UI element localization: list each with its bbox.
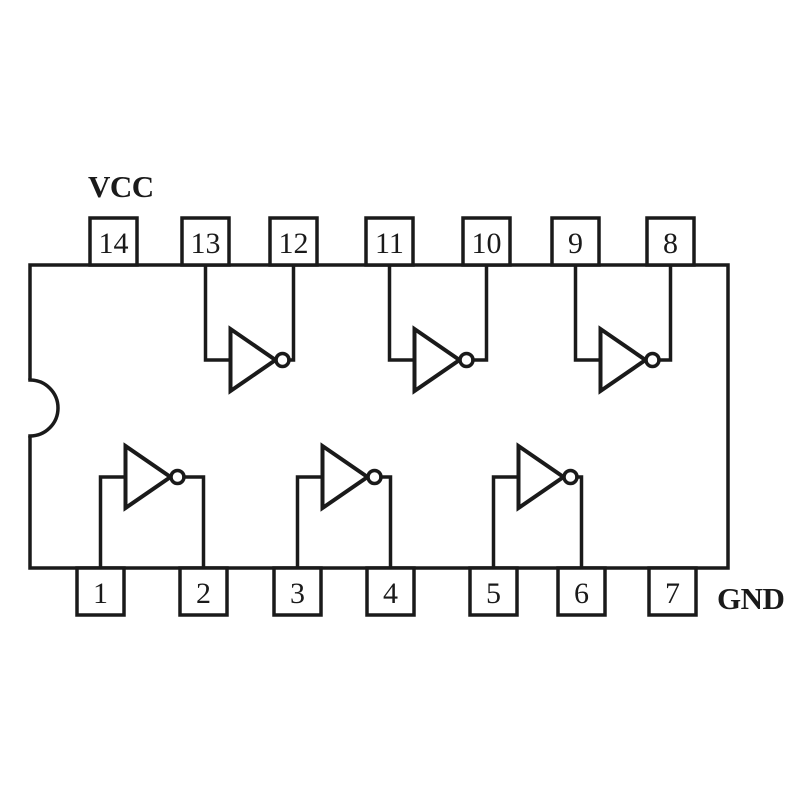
pin-7: 7 [647, 566, 698, 617]
pin-13-label: 13 [191, 227, 221, 260]
pin-9-box [550, 216, 601, 267]
gate-1-2-output-wire [182, 475, 206, 569]
pin-6-label: 6 [574, 577, 589, 610]
gate-9-8-input-wire [573, 264, 603, 362]
pin-11-box [364, 216, 415, 267]
pin-5: 5 [468, 566, 519, 617]
pin-12-box [268, 216, 319, 267]
pin-3-box [272, 566, 323, 617]
pin-3: 3 [272, 566, 323, 617]
pin-10-box [461, 216, 512, 267]
pin-2-label: 2 [196, 577, 211, 610]
gate-11-10-output-wire [471, 264, 489, 362]
gate-1-2-input-wire [98, 475, 128, 569]
pin-11-label: 11 [375, 227, 404, 260]
inverter-gate-3-4 [295, 442, 393, 569]
pin-14-box [88, 216, 139, 267]
inverter-gate-13-12 [203, 264, 296, 395]
gate-5-6-output-wire [575, 475, 584, 569]
gate-11-10-input-wire [387, 264, 417, 362]
inverter-gate-11-10 [387, 264, 489, 395]
pin-5-box [468, 566, 519, 617]
inversion-bubble-icon [169, 468, 186, 486]
pin-8-label: 8 [663, 227, 678, 260]
pin-12-label: 12 [279, 227, 309, 260]
pin-3-label: 3 [290, 577, 305, 610]
pin-14: 14 [88, 216, 139, 267]
pin-10: 10 [461, 216, 512, 267]
gate-13-12-output-wire [287, 264, 296, 362]
pin-14-label: 14 [99, 227, 129, 260]
pin-8-box [645, 216, 696, 267]
gate-3-4-output-wire [379, 475, 393, 569]
pin-8: 8 [645, 216, 696, 267]
inversion-bubble-icon [644, 351, 661, 369]
ic-body [28, 263, 730, 570]
inverter-triangle-icon [412, 325, 464, 395]
inverter-gate-5-6 [491, 442, 584, 569]
pin-1-label: 1 [93, 577, 108, 610]
pin-1-box [75, 566, 126, 617]
pin-10-label: 10 [472, 227, 502, 260]
inverter-triangle-icon [320, 442, 372, 512]
gate-3-4-input-wire [295, 475, 325, 569]
inversion-bubble-icon [562, 468, 579, 486]
pin-6-box [556, 566, 607, 617]
pin-5-label: 5 [486, 577, 501, 610]
gnd-label: GND [717, 581, 784, 616]
pin-9-label: 9 [568, 227, 583, 260]
gate-13-12-input-wire [203, 264, 233, 362]
pin-13-box [180, 216, 231, 267]
pin-2: 2 [178, 566, 229, 617]
inverter-triangle-icon [598, 325, 650, 395]
inversion-bubble-icon [274, 351, 291, 369]
inverter-gate-1-2 [98, 442, 206, 569]
index-notch-icon [28, 378, 60, 438]
inverter-triangle-icon [123, 442, 175, 512]
pin-7-box [647, 566, 698, 617]
vcc-label: VCC [88, 169, 154, 204]
pin-4-box [365, 566, 416, 617]
inversion-bubble-icon [458, 351, 475, 369]
pin-4: 4 [365, 566, 416, 617]
inverter-triangle-icon [516, 442, 568, 512]
pin-4-label: 4 [383, 577, 398, 610]
gate-9-8-output-wire [657, 264, 673, 362]
pin-11: 11 [364, 216, 415, 267]
pin-6: 6 [556, 566, 607, 617]
pin-13: 13 [180, 216, 231, 267]
pin-9: 9 [550, 216, 601, 267]
pin-12: 12 [268, 216, 319, 267]
inversion-bubble-icon [366, 468, 383, 486]
pin-1: 1 [75, 566, 126, 617]
inverter-triangle-icon [228, 325, 280, 395]
pin-2-box [178, 566, 229, 617]
pin-7-label: 7 [665, 577, 680, 610]
inverter-gate-9-8 [573, 264, 673, 395]
gate-5-6-input-wire [491, 475, 521, 569]
